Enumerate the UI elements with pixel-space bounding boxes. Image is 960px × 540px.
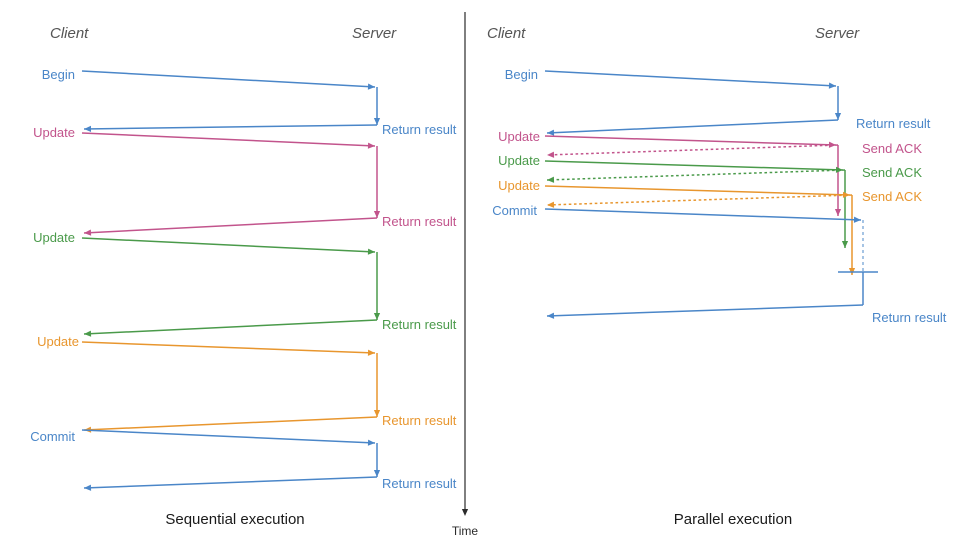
sequential-begin-reply-line [83,124,378,130]
parallel-server-label-1: Send ACK [862,141,922,156]
parallel-client-label-2: Update [498,153,540,168]
time-axis [461,12,469,516]
parallel-commit-request-line [544,208,862,221]
sequential-caption: Sequential execution [165,511,305,528]
sequential-client-label-1: Update [33,125,75,140]
sequential-commit-request-arrowhead [367,439,375,446]
sequential-begin-lifeline-arrowhead [373,118,381,125]
sequential-update-1-request-arrowhead [367,142,375,149]
parallel-update-1-reply-line [546,144,839,156]
parallel-update-3-reply-line [546,194,853,206]
parallel-server-label-2: Send ACK [862,165,922,180]
sequential-update-1-reply-line [83,217,378,234]
sequential-server-label-2: Return result [382,317,457,332]
parallel-update-2-reply-arrowhead [547,176,555,183]
sequential-update-1-lifeline-arrowhead [373,211,381,218]
sequential-server-label-4: Return result [382,476,457,491]
panel-sequential [81,70,381,491]
parallel-caption: Parallel execution [673,511,793,528]
sequential-update-2-reply-arrowhead [84,330,92,337]
sequential-server-label-0: Return result [382,122,457,137]
sequential-update-2-lifeline-arrowhead [373,313,381,320]
parallel-commit-reply-line [546,304,864,317]
parallel-update-1-reply-arrowhead [547,151,555,158]
sequential-begin-reply-arrowhead [84,125,92,133]
sequential-update-2-reply-line [83,319,378,335]
sequential-update-1-reply-arrowhead [84,229,92,236]
parallel-update-3-request-line [544,185,851,196]
panel-parallel [544,70,878,319]
sequential-update-1-request-line [81,132,376,147]
parallel-update-1-request-line [544,135,837,146]
sequential-client-label-0: Begin [41,67,75,82]
parallel-client-label-1: Update [498,129,540,144]
parallel-update-3-reply-arrowhead [547,201,555,208]
parallel-client-label-3: Update [498,178,540,193]
parallel-client-label-0: Begin [504,67,538,82]
sequential-client-label-3: Update [37,334,79,349]
sequential-server-label-1: Return result [382,214,457,229]
parallel-client-header: Client [487,25,526,42]
sequential-client-label-2: Update [33,230,75,245]
sequential-server-header: Server [352,25,397,42]
parallel-client-label-4: Commit [492,203,537,218]
sequential-update-3-request-line [81,341,376,354]
sequential-server-label-3: Return result [382,413,457,428]
sequential-update-2-request-line [81,237,376,253]
sequential-commit-request-line [81,429,376,444]
sequential-client-label-4: Commit [30,429,75,444]
parallel-update-2-request-line [544,160,844,171]
parallel-update-1-lifeline-arrowhead [834,209,842,216]
parallel-begin-request-line [544,70,837,87]
sequential-commit-reply-line [83,476,378,489]
sequential-begin-request-line [81,70,376,88]
parallel-begin-lifeline-arrowhead [834,113,842,120]
sequential-update-3-reply-line [83,416,378,431]
parallel-server-label-0: Return result [856,116,931,131]
parallel-server-header: Server [815,25,860,42]
parallel-begin-reply-line [546,119,839,134]
parallel-update-2-reply-line [546,169,846,181]
parallel-server-label-4: Return result [872,310,947,325]
parallel-update-2-lifeline-arrowhead [841,241,849,248]
time-axis-label: Time [451,524,479,538]
parallel-begin-reply-arrowhead [547,129,555,136]
time-axis-arrowhead [461,509,469,516]
sequential-update-2-request-arrowhead [367,248,375,255]
parallel-commit-reply-arrowhead [547,312,555,319]
parallel-commit-request-arrowhead [853,216,861,223]
sequential-commit-reply-arrowhead [84,484,92,491]
parallel-begin-request-arrowhead [828,82,836,89]
sequential-commit-lifeline-arrowhead [373,470,381,477]
sequential-client-header: Client [50,25,89,42]
sequential-update-3-lifeline-arrowhead [373,410,381,417]
sequential-update-3-request-arrowhead [367,349,375,356]
sequential-begin-request-arrowhead [367,83,375,90]
parallel-server-label-3: Send ACK [862,189,922,204]
